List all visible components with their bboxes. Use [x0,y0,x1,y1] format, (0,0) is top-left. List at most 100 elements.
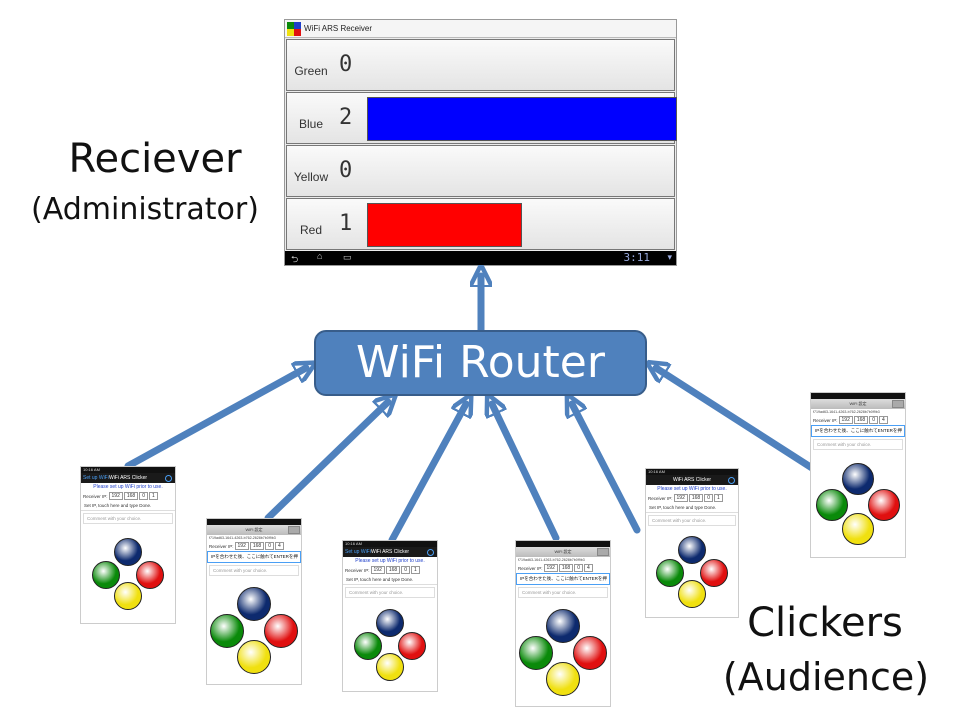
answer-button-yellow[interactable] [114,581,142,610]
answer-button-blue[interactable] [376,609,404,638]
menu-button[interactable] [288,526,300,534]
answer-button-blue[interactable] [678,536,706,565]
arrow-clicker-5 [572,404,641,534]
answer-button-red[interactable] [700,558,729,587]
answer-button-red[interactable] [264,614,299,648]
ip-octet-field[interactable]: 0 [265,542,274,550]
answer-button-green[interactable] [816,488,849,521]
clicker-app-title: WiFi ARS Clicker [370,549,410,555]
recent-apps-icon[interactable]: ▭ [343,252,352,262]
menu-button[interactable] [597,548,609,556]
answer-button-red[interactable] [867,488,900,521]
ip-octet-field[interactable]: 1 [148,492,158,500]
clicker-phone-1: 10:16 AM Set up WiFi WiFi ARS Clicker Pl… [80,466,176,624]
instruction-field[interactable]: IPを合わせた後、ここに触れてENTERを押 [207,551,301,563]
answer-button-yellow[interactable] [546,661,580,696]
ip-octet-field[interactable]: 4 [878,416,888,424]
ip-octet-field[interactable]: 1 [410,566,420,574]
ip-octet-field[interactable]: 192 [370,566,385,574]
answer-button-yellow[interactable] [678,579,706,608]
receiver-ip-row: Receiver IP: 192 168 0 1 [646,493,738,503]
receiver-ip-row: Receiver IP: 192 168 0 1 [343,565,437,575]
ip-octet-field[interactable]: 168 [688,494,704,502]
ip-octet-field[interactable]: 0 [574,564,583,572]
arrow-clicker-1 [124,368,306,470]
setup-wifi-link[interactable]: Set up WiFi [83,475,109,481]
answer-button-red[interactable] [136,560,165,589]
ip-octet-field[interactable]: 192 [838,416,853,424]
ip-octet-field[interactable]: 0 [401,566,410,574]
answer-button-green[interactable] [655,558,684,587]
phone-status-bar: 10:16 AM [81,467,175,473]
clicker-phone-6: WiFi 設定 f719ad63-1641-4263-b762-2628b7b0… [810,392,906,558]
answer-buttons [343,600,437,691]
back-icon[interactable]: ⮌ [291,254,299,264]
comment-field[interactable]: Comment with your choice. [209,565,299,576]
info-icon[interactable] [728,477,735,484]
answer-button-red[interactable] [573,636,608,670]
ip-octet-field[interactable]: 0 [704,494,713,502]
instruction-field[interactable]: IPを合わせた後、ここに触れてENTERを押 [516,573,610,585]
setup-wifi-link[interactable]: Set up WiFi [345,549,371,555]
wifi-settings-title: WiFi 設定 [554,549,572,554]
ip-octet-field[interactable]: 168 [123,492,139,500]
device-uuid: f719ad63-1641-4263-b762-2628b7b0f9b3 [209,536,276,540]
info-icon[interactable] [165,475,172,482]
answer-button-green[interactable] [353,631,382,660]
wifi-router-box: WiFi Router [314,330,647,396]
answer-button-yellow[interactable] [842,512,874,545]
ip-octet-field[interactable]: 192 [543,564,558,572]
phone-nav-bar: WiFi ARS Clicker [646,475,738,485]
ip-octet-field[interactable]: 168 [558,564,574,572]
ip-octet-field[interactable]: 0 [139,492,148,500]
answer-button-blue[interactable] [114,538,142,567]
answer-button-yellow[interactable] [376,652,404,681]
home-icon[interactable]: ⌂ [317,251,323,261]
ip-octet-field[interactable]: 4 [274,542,284,550]
answer-buttons [646,528,738,617]
comment-field[interactable]: Comment with your choice. [648,515,736,526]
ip-octet-field[interactable]: 4 [583,564,593,572]
answer-button-green[interactable] [518,636,553,670]
arrow-clicker-2 [264,402,388,522]
ip-octet-field[interactable]: 168 [249,542,265,550]
ip-octet-field[interactable]: 0 [869,416,878,424]
receiver-ip-label: Receiver IP: [83,493,108,499]
receiver-ip-label: Receiver IP: [518,565,543,571]
ip-octet-field[interactable]: 192 [673,494,688,502]
answer-button-blue[interactable] [546,608,580,643]
arrow-clicker-4 [492,404,560,542]
answer-button-green[interactable] [209,614,244,648]
wifi-warning: Please set up WiFi prior to use. [93,484,163,490]
ip-octet-field[interactable]: 192 [108,492,123,500]
phone-header: WiFi 設定 [516,547,610,557]
comment-field[interactable]: Comment with your choice. [345,587,435,598]
instruction-field[interactable]: IPを合わせた後、ここに触れてENTERを押 [811,425,905,437]
vote-name: Blue [298,117,324,131]
comment-field[interactable]: Comment with your choice. [83,513,173,524]
menu-button[interactable] [892,400,904,408]
clickers-label: Clickers [747,600,903,646]
instruction-field[interactable]: Set IP, touch here and type Done. [646,503,738,513]
answer-buttons [811,452,905,557]
ip-octet-field[interactable]: 168 [853,416,869,424]
answer-button-red[interactable] [398,631,427,660]
answer-button-blue[interactable] [842,462,874,495]
ip-octet-field[interactable]: 168 [385,566,401,574]
clicker-app-title: WiFi ARS Clicker [108,475,148,481]
answer-button-yellow[interactable] [237,639,271,674]
answer-button-green[interactable] [91,560,120,589]
instruction-field[interactable]: Set IP, touch here and type Done. [81,501,175,511]
wifi-settings-title: WiFi 設定 [849,401,867,406]
ip-octet-field[interactable]: 1 [713,494,723,502]
arrow-clicker-3 [388,404,466,544]
device-uuid: f719ad63-1641-4263-b762-2628b7b0f9b3 [518,558,585,562]
ip-octet-field[interactable]: 192 [234,542,249,550]
answer-button-blue[interactable] [237,586,271,621]
instruction-field[interactable]: Set IP, touch here and type Done. [343,575,437,585]
info-icon[interactable] [427,549,434,556]
vote-count: 2 [339,105,353,130]
comment-field[interactable]: Comment with your choice. [518,587,608,598]
comment-field[interactable]: Comment with your choice. [813,439,903,450]
